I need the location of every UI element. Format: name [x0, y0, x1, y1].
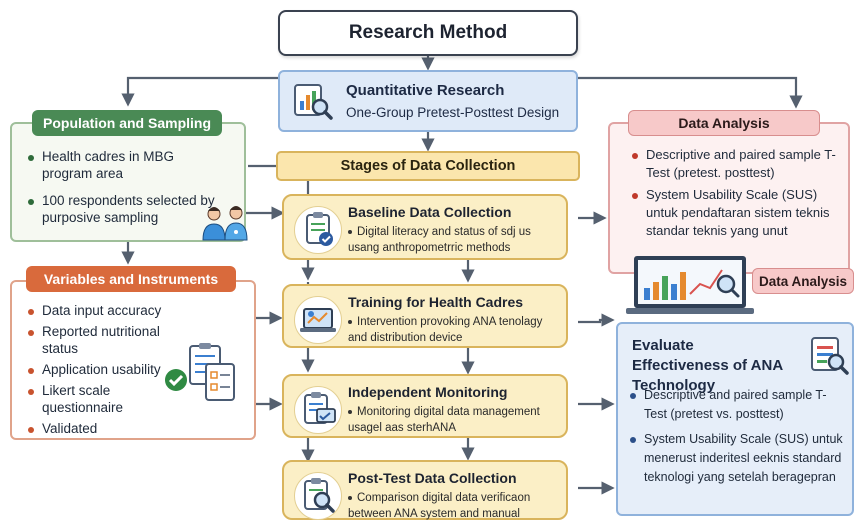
population-box: Health cadres in MBG program area 100 re…	[10, 122, 248, 242]
evaluate-box: Evaluate Effectiveness of ANA Technology…	[616, 322, 854, 516]
population-tab: Population and Sampling	[32, 110, 222, 136]
variable-item: Application usability	[26, 361, 176, 378]
evaluate-title: Evaluate Effectiveness of ANA Technology	[632, 337, 783, 394]
quantitative-research-box: Quantitative Research One-Group Pretest-…	[278, 70, 578, 132]
stage-title: Independent Monitoring	[348, 384, 508, 400]
variables-tab: Variables and Instruments	[26, 266, 236, 292]
research-method-title: Research Method	[278, 10, 578, 56]
analysis-item: Descriptive and paired sample T-Test (pr…	[630, 146, 840, 182]
clipboard-magnifier-icon	[294, 472, 342, 520]
quantitative-subtitle: One-Group Pretest-Posttest Design	[346, 105, 560, 120]
population-item: 100 respondents selected by purposive sa…	[26, 192, 226, 226]
clipboard-magnifier-icon	[811, 337, 849, 375]
stage-baseline: Baseline Data Collection Digital literac…	[282, 194, 568, 260]
data-analysis-box: Descriptive and paired sample T-Test (pr…	[608, 122, 850, 274]
analysis-item: System Usability Scale (SUS) untuk penda…	[630, 186, 840, 240]
variable-item: Likert scale questionnaire	[26, 382, 176, 416]
quantitative-title: Quantitative Research	[346, 82, 505, 99]
laptop-chart-icon	[294, 296, 342, 344]
variable-item: Reported nutritional status	[26, 323, 176, 357]
magnifier-chart-icon	[294, 84, 333, 120]
stage-monitoring: Independent Monitoring Monitoring digita…	[282, 374, 568, 438]
data-analysis-badge: Data Analysis	[752, 268, 854, 294]
variables-box: Data input accuracy Reported nutritional…	[10, 280, 256, 440]
data-analysis-tab: Data Analysis	[628, 110, 820, 136]
stage-title: Post-Test Data Collection	[348, 470, 517, 486]
stage-training: Training for Health Cadres Intervention …	[282, 284, 568, 348]
population-item: Health cadres in MBG program area	[26, 148, 226, 182]
stage-description: Comparison digital data verificaon betwe…	[348, 492, 531, 520]
stage-description: Intervention provoking ANA tenolagy and …	[348, 316, 543, 344]
clipboard-check-icon	[294, 206, 342, 254]
stage-posttest: Post-Test Data Collection Comparison dig…	[282, 460, 568, 520]
stage-description: Monitoring digital data management usage…	[348, 406, 540, 434]
stages-header: Stages of Data Collection	[276, 151, 580, 181]
variable-item: Data input accuracy	[26, 302, 176, 319]
evaluate-item: System Usability Scale (SUS) untuk mener…	[628, 430, 848, 487]
clipboard-monitor-icon	[294, 386, 342, 434]
laptop-dashboard-icon	[626, 256, 754, 314]
checklist-icon	[165, 343, 235, 401]
evaluate-item: Descriptive and paired sample T-Test (pr…	[628, 386, 848, 424]
stage-title: Baseline Data Collection	[348, 204, 512, 220]
variable-item: Validated	[26, 420, 176, 437]
stage-title: Training for Health Cadres	[348, 294, 524, 310]
health-workers-icon	[202, 206, 248, 241]
stage-description: Digital literacy and status of sdj us us…	[348, 226, 531, 254]
